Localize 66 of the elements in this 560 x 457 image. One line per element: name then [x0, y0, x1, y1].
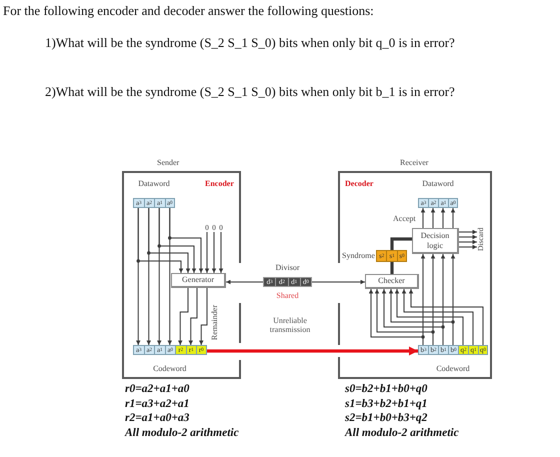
signal-label: Accept: [393, 215, 416, 224]
arrow: [312, 280, 366, 284]
arrow: [458, 244, 478, 250]
register-label: Divisor: [274, 264, 300, 272]
equation-text: s2=b1+b0+b3+q2: [345, 412, 428, 425]
arrow: [458, 234, 478, 240]
bit-register: [418, 345, 488, 374]
arrow: [158, 208, 196, 274]
panel-frame: [338, 158, 492, 379]
panel-frame: [122, 158, 241, 379]
register-label: Dataword: [137, 180, 171, 188]
question-text: 1)What will be the syndrome (S_2 S_1 S_0) bits when only bit q_0 is in error?: [45, 36, 455, 50]
arrow: [420, 254, 426, 346]
arrow: [204, 232, 210, 274]
signal-label: Remainder: [211, 305, 220, 340]
register-label: Syndrome: [342, 252, 375, 260]
channel-label: Unreliable transmission: [268, 317, 312, 335]
process-box: Generator: [171, 273, 226, 288]
arrow: [148, 208, 190, 274]
note-text: All modulo-2 arithmetic: [125, 427, 239, 440]
arrow: [178, 288, 188, 346]
section-label: Decoder: [345, 180, 374, 188]
arrow: [450, 208, 456, 228]
bit-register: [133, 345, 206, 374]
arrow: [430, 208, 436, 228]
equation-text: r1=a3+a2+a1: [125, 398, 190, 411]
arrow: [212, 232, 216, 274]
panel-title: Sender: [157, 159, 180, 167]
arrow: [199, 288, 208, 346]
arrow: [226, 280, 264, 284]
arrow: [402, 288, 474, 346]
bit-register: [342, 250, 407, 262]
arrow: [408, 288, 484, 346]
register-caption: Shared: [275, 292, 300, 300]
process-box: Checker: [365, 274, 419, 289]
arrow: [420, 208, 426, 228]
bit-register: [263, 262, 312, 301]
bit-register: [418, 179, 458, 208]
arrow: [206, 346, 418, 356]
section-label: Encoder: [205, 180, 234, 188]
equation-text: r0=a2+a1+a0: [125, 383, 190, 396]
register-label: Codeword: [435, 365, 471, 373]
arrow: [440, 208, 446, 228]
arrow: [394, 288, 464, 346]
note-text: All modulo-2 arithmetic: [345, 427, 459, 440]
arrow: [440, 254, 446, 346]
arrow: [458, 230, 478, 234]
connector-line: [390, 237, 412, 250]
equation-text: s0=b2+b1+b0+q0: [345, 383, 428, 396]
arrow: [450, 254, 456, 346]
question-text: 2)What will be the syndrome (S_2 S_1 S_0) bits when only bit b_1 is in error?: [45, 85, 455, 100]
arrow: [188, 288, 198, 346]
connector-line: [390, 262, 394, 274]
arrow: [458, 240, 478, 244]
panel-title: Receiver: [400, 159, 428, 167]
register-label: Codeword: [152, 365, 188, 373]
equation-text: r2=a1+a0+a3: [125, 412, 190, 425]
arrow: [430, 254, 436, 346]
register-label: Dataword: [421, 180, 455, 188]
title: For the following encoder and decoder answer the following questions:: [3, 4, 374, 18]
process-box: Decision logic: [412, 228, 459, 254]
arrow: [169, 208, 204, 274]
equation-text: s1=b3+b2+b1+q1: [345, 398, 428, 411]
arrow: [138, 208, 184, 274]
bit-register: [133, 179, 175, 208]
arrow: [218, 232, 224, 274]
